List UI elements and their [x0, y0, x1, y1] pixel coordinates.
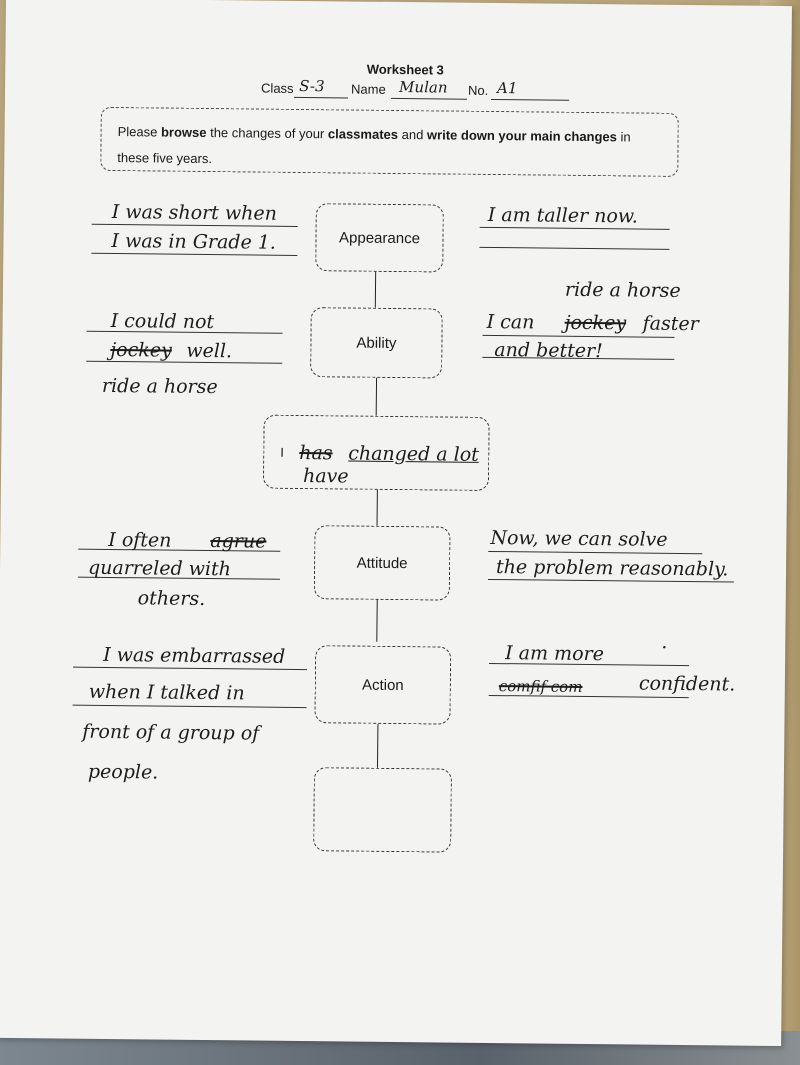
instruction-box: Please browse the changes of your classm… [100, 106, 679, 177]
ability-right-2: and better! [494, 339, 603, 363]
answer-line [479, 226, 670, 230]
connector-line [376, 489, 378, 526]
ability-right-1b: faster [642, 312, 699, 336]
action-right-2: confident. [638, 672, 736, 696]
appearance-left-2: I was in Grade 1. [111, 230, 277, 254]
action-right-2-struck: comfif com [498, 677, 583, 696]
name-label: Name [351, 81, 386, 97]
ability-right-1a: I can [486, 310, 535, 334]
appearance-label: Appearance [338, 228, 421, 247]
appearance-left-1: I was short when [111, 201, 277, 225]
action-left-2: when I talked in [88, 680, 245, 705]
ability-right-above: ride a horse [564, 278, 681, 302]
answer-line [479, 246, 670, 250]
action-right-1: I am more [505, 642, 605, 666]
ability-label: Ability [356, 334, 397, 352]
connector-line [376, 599, 378, 642]
name-value: Mulan [399, 78, 448, 97]
action-left-4: people. [87, 760, 159, 784]
ability-left-3: ride a horse [101, 374, 218, 399]
attitude-label: Attitude [356, 554, 408, 572]
action-right-dot: · [661, 636, 668, 659]
class-underline [293, 96, 348, 99]
number-underline [490, 98, 569, 101]
answer-line [72, 704, 307, 709]
attitude-right-1: Now, we can solve [490, 526, 668, 551]
answer-line [482, 334, 675, 338]
center-correction: have [302, 465, 349, 488]
number-value: A1 [497, 79, 518, 98]
ability-left-1: I could not [110, 309, 215, 334]
connector-line [376, 723, 379, 768]
class-label: Class [261, 80, 294, 96]
attitude-left-1-struck: agrue [210, 530, 267, 553]
ability-right-1-struck: jockey [564, 311, 627, 335]
action-label: Action [361, 676, 404, 694]
ability-left-2-struck: jockey [110, 338, 172, 362]
attitude-left-1a: I often [108, 528, 172, 552]
appearance-right-1: I am taller now. [487, 203, 639, 228]
action-box: Action [314, 645, 452, 725]
name-underline [390, 97, 467, 100]
class-value: S-3 [299, 76, 325, 96]
answer-line [86, 360, 283, 364]
action-left-1: I was embarrassed [103, 643, 286, 668]
action-left-3: front of a group of [82, 720, 260, 745]
center-struck-word: has [299, 441, 333, 465]
number-label: No. [468, 82, 489, 98]
attitude-right-2: the problem reasonably. [495, 556, 729, 581]
worksheet-paper: Worksheet 3 Class S-3 Name Mulan No. A1 … [0, 0, 792, 1047]
ability-left-2: well. [186, 339, 233, 363]
appearance-box: Appearance [315, 203, 444, 273]
answer-line [488, 550, 703, 555]
center-prefix: I [280, 444, 284, 460]
attitude-left-3: others. [137, 587, 206, 611]
connector-line [375, 377, 378, 416]
center-text: changed a lot [348, 442, 479, 466]
attitude-left-2: quarreled with [87, 556, 232, 581]
answer-line [488, 694, 689, 699]
ability-box: Ability [310, 307, 443, 379]
connector-line [374, 271, 377, 308]
attitude-box: Attitude [313, 525, 451, 601]
empty-box [313, 767, 452, 853]
